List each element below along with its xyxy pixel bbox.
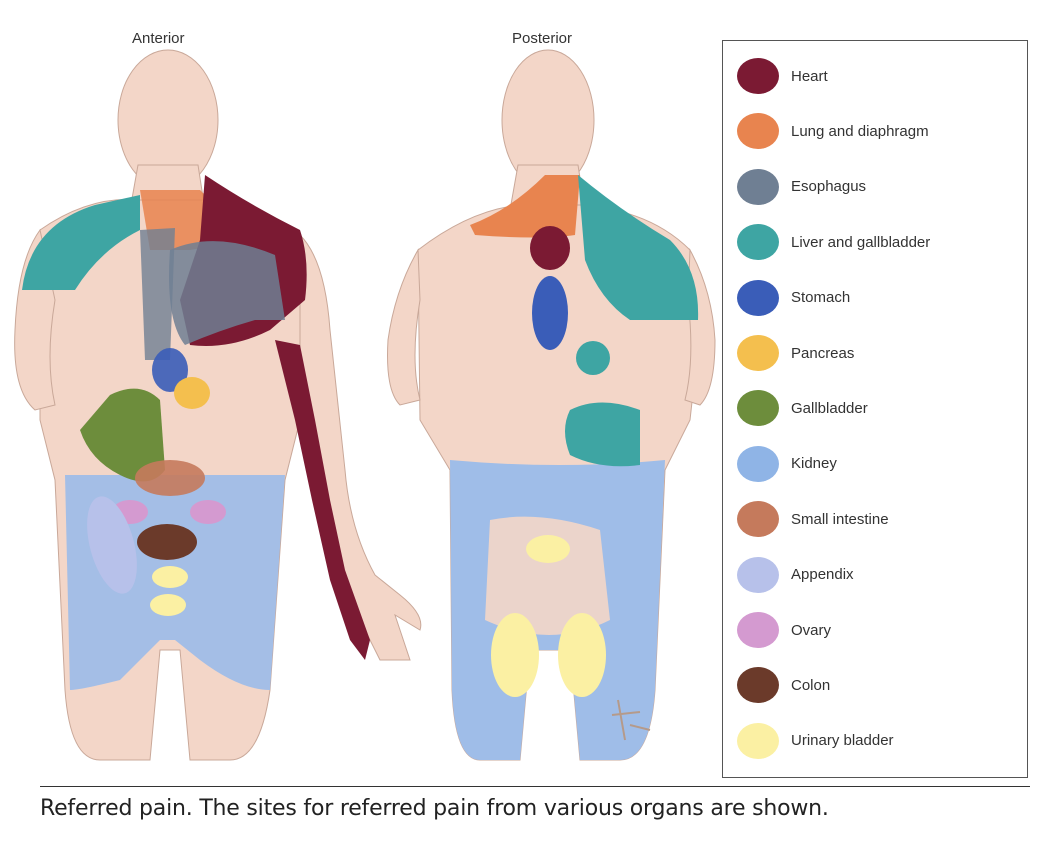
posterior-stomach-zone bbox=[532, 276, 568, 350]
legend-label: Small intestine bbox=[791, 510, 889, 528]
legend-swatch bbox=[737, 722, 779, 759]
legend-item: Liver and gallbladder bbox=[737, 219, 930, 265]
legend-label: Heart bbox=[791, 67, 828, 85]
legend-label: Appendix bbox=[791, 566, 854, 584]
legend-item: Stomach bbox=[737, 275, 850, 321]
posterior-figure bbox=[387, 49, 716, 761]
artist-signature bbox=[611, 699, 651, 741]
legend-swatch bbox=[737, 667, 779, 704]
legend-item: Kidney bbox=[737, 441, 837, 487]
legend-swatch bbox=[737, 335, 779, 371]
anterior-liver-zone bbox=[22, 195, 140, 290]
anterior-pancreas-zone bbox=[174, 377, 210, 409]
anterior-small-intestine-zone bbox=[135, 460, 205, 496]
legend-label: Ovary bbox=[791, 621, 832, 639]
anterior-figure bbox=[14, 49, 422, 761]
anterior-colon-zone bbox=[137, 524, 197, 560]
anterior-appendix-zone bbox=[87, 496, 137, 594]
legend-item: Urinary bladder bbox=[737, 718, 894, 764]
posterior-lung-zone bbox=[470, 175, 580, 238]
legend-item: Pancreas bbox=[737, 330, 854, 376]
legend-item: Esophagus bbox=[737, 164, 866, 210]
posterior-heart-zone bbox=[530, 226, 570, 270]
posterior-bladder-right-thigh bbox=[558, 613, 606, 697]
legend-swatch bbox=[737, 501, 779, 538]
anterior-gallbladder-zone bbox=[80, 388, 165, 482]
legend-item: Heart bbox=[737, 53, 828, 99]
legend-swatch bbox=[737, 168, 779, 205]
legend-label: Urinary bladder bbox=[791, 732, 894, 750]
figure-caption: Referred pain. The sites for referred pa… bbox=[40, 796, 829, 821]
anterior-stomach-zone bbox=[152, 348, 188, 392]
legend-item: Lung and diaphragm bbox=[737, 108, 929, 154]
legend-swatch bbox=[737, 556, 779, 593]
legend-item: Small intestine bbox=[737, 496, 889, 542]
legend-item: Appendix bbox=[737, 552, 854, 598]
posterior-bladder-zone bbox=[526, 535, 570, 563]
legend-item: Colon bbox=[737, 662, 830, 708]
posterior-gallbladder-zone bbox=[576, 341, 610, 375]
posterior-liver-zone bbox=[578, 175, 699, 320]
legend-label: Pancreas bbox=[791, 344, 855, 362]
posterior-left-arm bbox=[387, 248, 421, 406]
legend-item: Gallbladder bbox=[737, 385, 868, 431]
posterior-liver-lower-zone bbox=[565, 402, 640, 467]
legend-label: Gallbladder bbox=[791, 399, 868, 417]
referred-pain-body-illustration bbox=[14, 49, 716, 761]
posterior-bladder-left-thigh bbox=[491, 613, 539, 697]
posterior-view-label: Posterior bbox=[512, 30, 573, 47]
legend-swatch bbox=[737, 390, 779, 427]
anterior-bladder-lower bbox=[150, 594, 186, 616]
legend-label: Colon bbox=[791, 676, 831, 694]
anterior-esophagus-zone bbox=[140, 228, 175, 360]
legend-label: Esophagus bbox=[791, 178, 867, 196]
legend-label: Lung and diaphragm bbox=[791, 122, 929, 140]
anterior-heart-arm-band bbox=[275, 340, 370, 660]
anterior-bladder-upper bbox=[152, 566, 188, 588]
posterior-buttocks bbox=[485, 516, 610, 635]
caption-divider bbox=[40, 786, 1030, 787]
legend-swatch bbox=[737, 224, 779, 261]
legend-swatch bbox=[737, 279, 779, 316]
legend-swatch bbox=[737, 612, 779, 648]
legend-swatch bbox=[737, 445, 779, 482]
legend-label: Stomach bbox=[791, 289, 851, 307]
legend-swatch bbox=[737, 58, 779, 94]
legend-swatch bbox=[737, 113, 779, 150]
anterior-stomach-upper-zone bbox=[169, 241, 285, 345]
legend-label: Liver and gallbladder bbox=[791, 233, 931, 251]
legend-item: Ovary bbox=[737, 607, 831, 653]
anterior-ovary-right bbox=[190, 500, 226, 524]
anterior-view-label: Anterior bbox=[132, 30, 185, 47]
legend-label: Kidney bbox=[791, 455, 837, 473]
